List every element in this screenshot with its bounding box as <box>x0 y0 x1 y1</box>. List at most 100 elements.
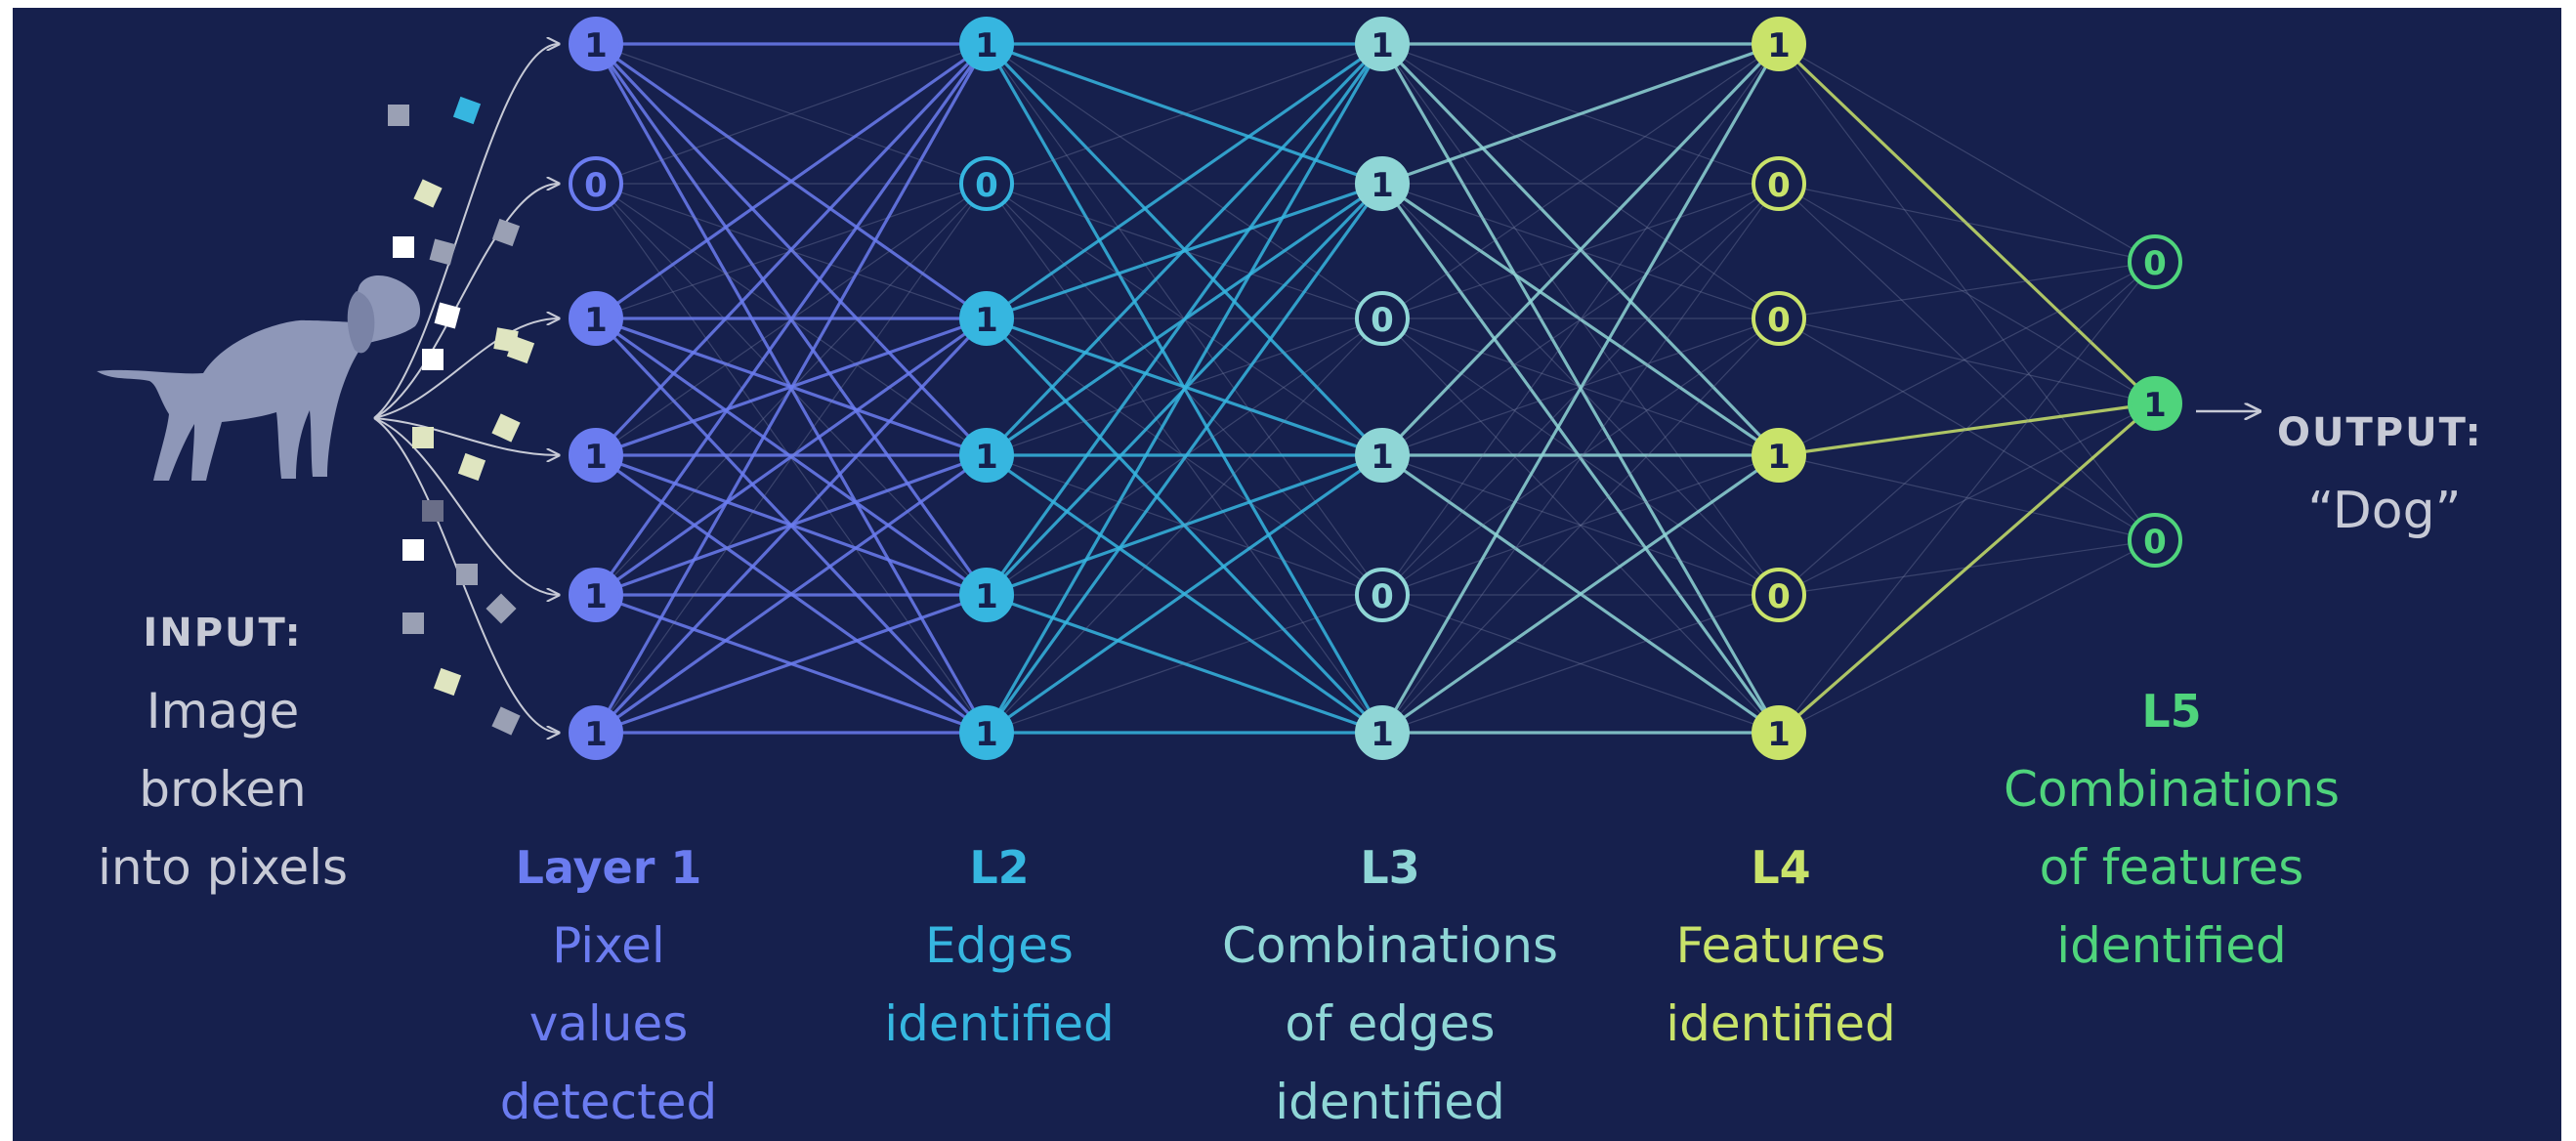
layer-1-line: detected <box>499 1074 718 1130</box>
node-value: 1 <box>1767 26 1791 65</box>
output-value: “Dog” <box>2307 482 2462 540</box>
node-value: 1 <box>975 26 998 65</box>
connection-line <box>594 42 989 457</box>
layer-5-node: 0 <box>2128 234 2182 289</box>
output-label: OUTPUT: “Dog” <box>2277 394 2541 550</box>
layer-5-line: identified <box>2056 917 2287 974</box>
layer-4-node: 0 <box>1752 568 1806 622</box>
connection-line <box>1777 401 2157 735</box>
connection-line <box>985 183 1384 734</box>
input-line: broken <box>139 761 307 818</box>
node-value: 1 <box>1767 715 1791 754</box>
layer-5-node: 0 <box>2128 513 2182 568</box>
pixel-square <box>506 335 535 364</box>
connection-line <box>1381 454 1780 596</box>
connection-line <box>986 42 1383 320</box>
connection-line <box>986 317 1383 734</box>
output-title: OUTPUT: <box>2277 410 2483 455</box>
connection-line <box>1381 42 1780 186</box>
layer-3-line: identified <box>1275 1074 1505 1130</box>
node-value: 0 <box>1767 301 1791 340</box>
connection-line <box>1381 43 1780 319</box>
connection-line <box>986 453 1383 597</box>
pixel-square <box>429 238 456 266</box>
connection-line <box>1778 261 2156 734</box>
pixel-arrow <box>373 417 559 733</box>
layer-3-label: L3 Combinations of edges identified <box>1185 828 1595 1141</box>
node-value: 1 <box>2143 386 2167 425</box>
layer-5-node: 1 <box>2128 376 2182 431</box>
layer-1-label: Layer 1 Pixel values detected <box>452 828 765 1141</box>
connection-line <box>986 43 1383 185</box>
pixel-arrow <box>373 184 559 419</box>
layer-2-line: identified <box>884 995 1115 1052</box>
layer-4-node: 1 <box>1752 428 1806 483</box>
node-value: 1 <box>584 577 608 616</box>
pixel-square <box>457 452 486 482</box>
layer-5-label: L5 Combinations of features identified <box>1957 672 2386 985</box>
connection-line <box>1381 453 1780 735</box>
layer-3-node: 0 <box>1355 568 1410 622</box>
pixel-square <box>402 539 424 561</box>
layer-2-label: L2 Edges identified <box>843 828 1156 1063</box>
pixel-square <box>456 564 478 585</box>
layer-3-line: of edges <box>1285 995 1496 1052</box>
layer-3-title: L3 <box>1360 841 1420 894</box>
node-value: 1 <box>1371 715 1394 754</box>
connection-line <box>1778 402 2156 596</box>
node-value: 1 <box>1371 166 1394 205</box>
node-value: 1 <box>975 438 998 477</box>
connection-line <box>1778 43 2156 263</box>
layer-1-title: Layer 1 <box>515 841 702 894</box>
node-value: 0 <box>1371 301 1394 340</box>
layer-3-node: 1 <box>1355 428 1410 483</box>
layer-4-node: 0 <box>1752 291 1806 346</box>
connection-line <box>986 453 1383 735</box>
connection-line <box>594 317 989 735</box>
connection-line <box>1778 183 2156 404</box>
pixel-square <box>486 593 517 624</box>
pixel-square <box>422 349 443 370</box>
layer-2-line: Edges <box>925 917 1074 974</box>
node-value: 0 <box>975 166 998 205</box>
pixel-square <box>491 218 521 247</box>
connection-line <box>1381 183 1780 734</box>
node-value: 1 <box>1371 438 1394 477</box>
connection-line <box>595 183 988 734</box>
layer-1-node: 0 <box>569 156 623 211</box>
node-value: 1 <box>975 715 998 754</box>
node-value: 0 <box>2143 523 2167 562</box>
connection-line <box>1778 261 2156 456</box>
pixel-square <box>452 96 482 125</box>
layer-5-line: Combinations <box>2004 761 2340 818</box>
connection-line <box>985 42 1384 457</box>
layer-2-node: 1 <box>959 17 1014 71</box>
layer-1-node: 1 <box>569 291 623 346</box>
connection-line <box>1778 183 2156 263</box>
layer-4-line: identified <box>1666 995 1896 1052</box>
layer-2-title: L2 <box>969 841 1030 894</box>
node-value: 0 <box>1371 577 1394 616</box>
pixel-arrow <box>373 318 559 419</box>
connection-line <box>1381 182 1780 457</box>
connection-line <box>985 43 1384 734</box>
pixel-squares-group <box>388 96 535 736</box>
layer-2-node: 1 <box>959 428 1014 483</box>
input-line: Image <box>146 683 300 740</box>
layer-4-label: L4 Features identified <box>1625 828 1937 1063</box>
dog-silhouette-icon <box>97 275 421 481</box>
connection-line <box>986 594 1383 734</box>
pixel-square <box>491 706 521 736</box>
connection-line <box>1777 42 2157 405</box>
node-value: 0 <box>1767 166 1791 205</box>
layer-1-node: 1 <box>569 17 623 71</box>
node-value: 1 <box>584 301 608 340</box>
connection-line <box>595 453 988 735</box>
connection-line <box>595 317 988 597</box>
node-value: 1 <box>975 577 998 616</box>
connection-line <box>595 593 988 735</box>
connection-line <box>594 43 989 734</box>
layer-3-node: 0 <box>1355 291 1410 346</box>
layer-1-node: 1 <box>569 705 623 760</box>
